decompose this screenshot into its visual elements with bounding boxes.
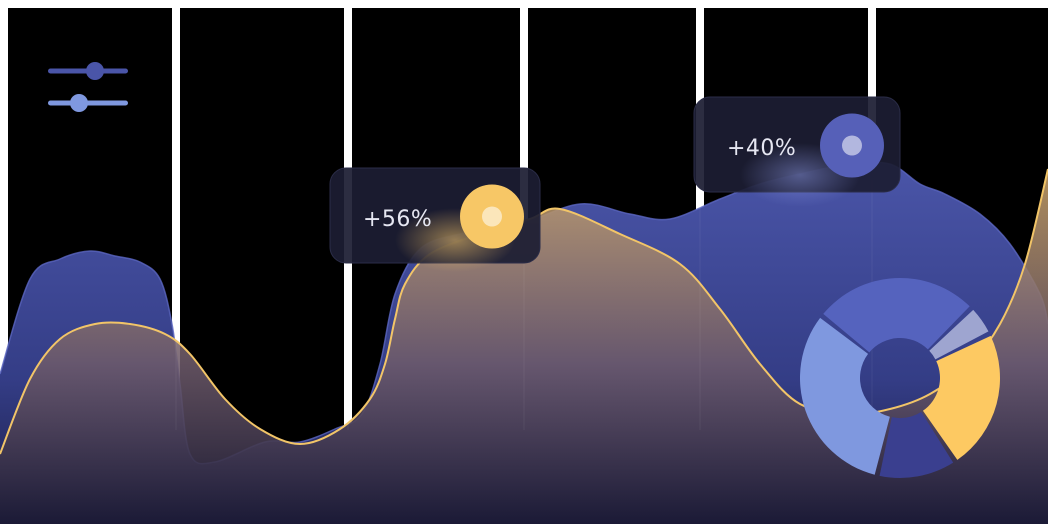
callout-pill: +56%: [329, 167, 541, 272]
legend-item: [48, 62, 128, 80]
callout-pill: +40%: [693, 96, 901, 207]
gridline: [172, 8, 180, 428]
series-blue-line: [0, 161, 1048, 465]
donut-segment: [879, 411, 954, 478]
callout-label: +40%: [727, 136, 796, 161]
legend: [48, 62, 128, 112]
callout-dot-center: [842, 135, 862, 156]
callout-dot-center: [482, 206, 502, 227]
series-gold-area: [0, 169, 1048, 524]
callouts: +56% +40%: [329, 96, 901, 272]
donut-chart: [799, 277, 1000, 478]
donut-segment: [929, 309, 989, 360]
legend-marker: [86, 62, 104, 80]
callout-label: +56%: [363, 207, 432, 232]
donut-segment: [922, 335, 1000, 460]
donut-segment: [823, 277, 970, 353]
legend-item: [48, 94, 128, 112]
legend-marker: [70, 94, 88, 112]
donut-segment: [799, 317, 890, 475]
